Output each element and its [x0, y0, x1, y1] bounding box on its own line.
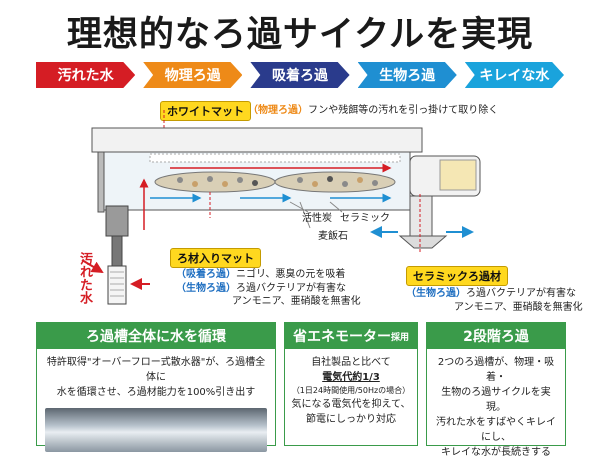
media-mat-desc-2: ろ過バクテリアが有害な — [236, 282, 346, 294]
flow-step-dirty: 汚れた水 — [36, 62, 136, 88]
panel-two-stage-line-4: キレイな水が長続きする — [441, 447, 551, 458]
panel-two-stage: 2段階ろ過 2つのろ過槽が、物理・吸着・ 生物のろ過サイクルを実現。 汚れた水を… — [426, 322, 566, 458]
intake-pipe — [111, 235, 123, 267]
panel-circulation: ろ過槽全体に水を循環 特許取得"オーバーフロー式散水器"が、ろ過槽全体に 水を循… — [36, 322, 276, 452]
panel-motor-title-row: 省エネモーター採用 — [285, 323, 417, 349]
panel-two-stage-title: 2段階ろ過 — [427, 323, 565, 349]
panel-motor-line-1: 自社製品と比べて — [311, 357, 391, 368]
panel-two-stage-line-3: 汚れた水をすばやくキレイにし、 — [436, 417, 556, 443]
panel-motor-title: 省エネモーター — [292, 329, 391, 345]
panel-circulation-title: ろ過槽全体に水を循環 — [37, 323, 275, 349]
flow-step-adsorption: 吸着ろ過 — [250, 62, 350, 88]
filter-diagram — [81, 110, 481, 305]
panel-motor-title-small: 採用 — [390, 332, 409, 343]
strainer-slots — [110, 271, 124, 297]
ceramic-desc-1: ろ過バクテリアが有害な — [466, 288, 576, 299]
flow-step-physical: 物理ろ過 — [143, 62, 243, 88]
media-bag-right — [274, 171, 396, 193]
panel-circulation-line-2: 水を循環させ、ろ過材能力を100%引き出す — [56, 387, 256, 398]
panel-motor-line-3: 節電にしっかり対応 — [306, 414, 396, 425]
media-mat-type-1: （吸着ろ過） — [176, 269, 236, 280]
panel-two-stage-line-1: 2つのろ過槽が、物理・吸着・ — [437, 357, 555, 383]
white-mat-desc-row: （物理ろ過）フンや残餌等の汚れを引っ掛けて取り除く — [248, 104, 498, 118]
media-mat-desc: （吸着ろ過）ニゴリ、悪臭の元を吸着 （生物ろ過）ろ過バクテリアが有害な アンモニ… — [176, 268, 361, 309]
intake-strainer — [107, 265, 127, 305]
ceramic-tag: セラミックろ過材 — [406, 266, 508, 286]
media-mat-tag: ろ材入りマット — [170, 248, 261, 268]
white-mat — [149, 153, 401, 163]
filtration-flow: 汚れた水 物理ろ過 吸着ろ過 生物ろ過 キレイな水 — [36, 62, 565, 88]
ceramic-desc-2: アンモニア、亜硝酸を無害化 — [454, 301, 583, 313]
white-mat-desc: フンや残餌等の汚れを引っ掛けて取り除く — [308, 105, 499, 116]
ceramic-media-block — [439, 159, 477, 191]
ceramic-type: （生物ろ過） — [406, 288, 466, 299]
flow-step-biological: 生物ろ過 — [357, 62, 457, 88]
filter-lid — [91, 127, 423, 153]
intake-riser — [97, 151, 105, 213]
page-title: 理想的なろ過サイクルを実現 — [66, 15, 534, 55]
stone-leader — [299, 201, 311, 229]
intake-arrow-left — [81, 259, 104, 274]
white-mat-type: （物理ろ過） — [248, 105, 308, 116]
media-mat-type-2: （生物ろ過） — [176, 282, 236, 294]
panel-circulation-line-1: 特許取得"オーバーフロー式散水器"が、ろ過槽全体に — [46, 357, 266, 383]
panel-motor: 省エネモーター採用 自社製品と比べて 電気代約1/3 （1日24時間使用/50H… — [284, 322, 418, 446]
flow-step-clean: キレイな水 — [464, 62, 565, 88]
pump-motor — [105, 205, 129, 237]
panel-motor-line-2: 気になる電気代を抑えて、 — [291, 399, 411, 410]
panel-two-stage-line-2: 生物のろ過サイクルを実現。 — [441, 387, 551, 413]
ceramic-leader — [329, 201, 343, 213]
overflow-sprinkler-photo — [45, 408, 267, 452]
panel-motor-highlight: 電気代約1/3 — [322, 372, 380, 383]
white-mat-tag: ホワイトマット — [160, 101, 251, 121]
carbon-leader — [289, 201, 309, 213]
media-pellets — [177, 176, 378, 187]
label-ceramic: セラミック — [340, 213, 390, 224]
ceramic-desc: （生物ろ過）ろ過バクテリアが有害な アンモニア、亜硝酸を無害化 — [406, 287, 583, 314]
dirty-water-label: 汚れた水 — [77, 252, 92, 304]
label-carbon: 活性炭 — [302, 213, 332, 224]
label-stone: 麦飯石 — [318, 231, 348, 242]
outlet-spout — [398, 235, 448, 249]
media-mat-desc-3: アンモニア、亜硝酸を無害化 — [232, 296, 361, 307]
outlet-pipe — [409, 195, 433, 237]
media-mat-desc-1: ニゴリ、悪臭の元を吸着 — [236, 269, 346, 280]
panel-motor-small: （1日24時間使用/50Hzの場合） — [291, 386, 411, 395]
